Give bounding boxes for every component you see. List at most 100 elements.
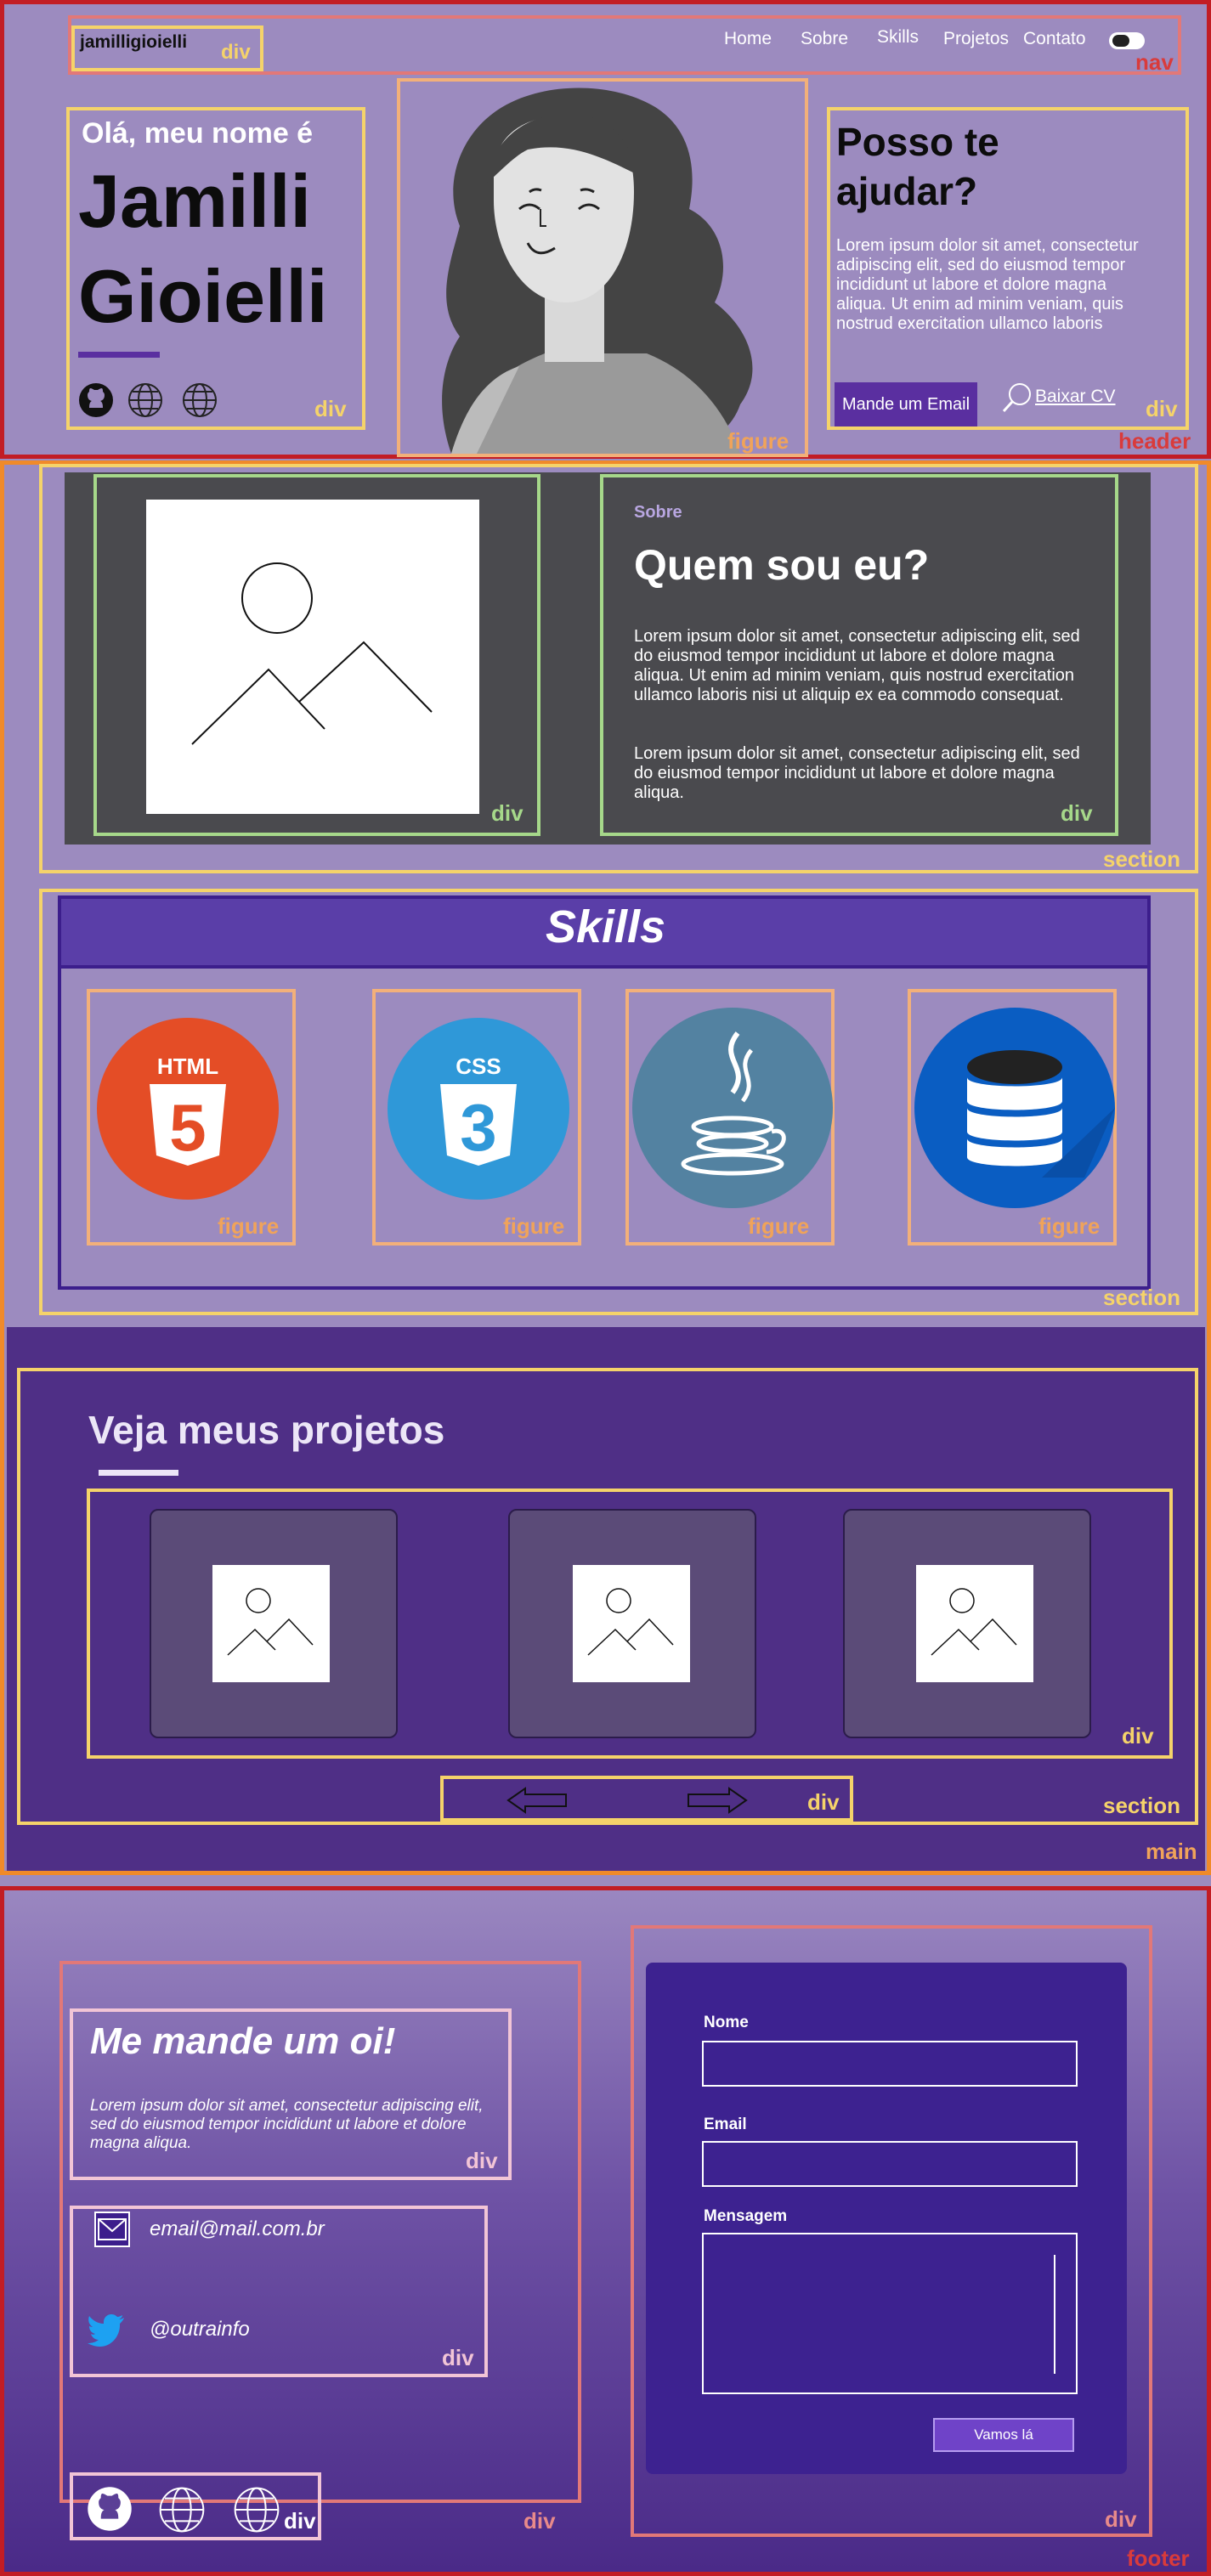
- hello-title: Me mande um oi!: [90, 2020, 396, 2062]
- contact-box: [70, 2206, 488, 2377]
- arrow-left-icon[interactable]: [506, 1786, 569, 1815]
- greeting: Olá, meu nome é: [82, 117, 314, 150]
- image-placeholder-icon: [212, 1565, 330, 1682]
- hello-box: [70, 2008, 512, 2180]
- skill-figure-java: [625, 989, 835, 1246]
- portrait-tag: figure: [727, 428, 789, 454]
- projects-title: Veja meus projetos: [88, 1408, 445, 1452]
- css3-label: CSS: [456, 1054, 501, 1079]
- skills-title: Skills: [545, 901, 666, 952]
- globe-icon[interactable]: [158, 2486, 206, 2534]
- email-label: Email: [704, 2116, 747, 2133]
- nav-home[interactable]: Home: [724, 29, 772, 48]
- about-section-tag: section: [1103, 846, 1181, 872]
- search-icon[interactable]: [1001, 381, 1035, 415]
- name-label: Nome: [704, 2014, 749, 2031]
- nav-skills[interactable]: Skills: [877, 27, 920, 47]
- footer-right-tag: div: [1105, 2506, 1137, 2532]
- database-icon: [914, 1008, 1115, 1208]
- contact-tag: div: [442, 2345, 474, 2370]
- skill-figure-css: [372, 989, 581, 1246]
- image-placeholder-icon: [916, 1565, 1033, 1682]
- nav-tag: nav: [1135, 49, 1174, 75]
- css3-icon: CSS 3: [388, 1018, 569, 1200]
- about-image-box: [93, 474, 540, 836]
- skill-figure-tag: figure: [748, 1213, 810, 1239]
- name-input[interactable]: [702, 2041, 1078, 2087]
- about-title: Quem sou eu?: [634, 541, 930, 589]
- skill-figure-tag: figure: [1038, 1213, 1101, 1239]
- submit-button[interactable]: Vamos lá: [933, 2418, 1074, 2452]
- nav-bar: [68, 15, 1181, 75]
- first-name: Jamilli: [78, 159, 311, 243]
- skills-header: [61, 899, 1147, 969]
- footer-tag: footer: [1127, 2545, 1190, 2571]
- skill-figure-tag: figure: [218, 1213, 280, 1239]
- message-textarea[interactable]: [702, 2233, 1078, 2394]
- social-links-box: [70, 2472, 321, 2540]
- logo-tag: div: [221, 41, 251, 64]
- toggle-knob: [1112, 35, 1129, 47]
- intro-tag: div: [314, 396, 347, 421]
- about-image-tag: div: [491, 800, 523, 826]
- hello-tag: div: [466, 2148, 498, 2173]
- portrait-figure: [397, 78, 808, 457]
- contact-email[interactable]: email@mail.com.br: [150, 2217, 325, 2240]
- woman-illustration: [400, 82, 805, 454]
- image-placeholder-icon: [146, 500, 479, 814]
- image-placeholder-icon: [573, 1565, 690, 1682]
- about-section: [39, 464, 1198, 873]
- email-input[interactable]: [702, 2141, 1078, 2187]
- nav-contato[interactable]: Contato: [1023, 29, 1086, 48]
- contact-twitter[interactable]: @outrainfo: [150, 2318, 250, 2341]
- last-name: Gioielli: [78, 254, 328, 338]
- about-text-box: [600, 474, 1118, 836]
- header-tag: header: [1118, 428, 1191, 454]
- skills-frame: [58, 895, 1151, 1290]
- nav-projetos[interactable]: Projetos: [943, 29, 1010, 48]
- html5-icon: HTML 5: [97, 1018, 279, 1200]
- projects-section: [17, 1368, 1198, 1825]
- html5-label: HTML: [157, 1054, 218, 1079]
- nav-sobre[interactable]: Sobre: [801, 29, 849, 48]
- globe-icon[interactable]: [127, 382, 163, 418]
- social-tag: div: [284, 2508, 316, 2534]
- projects-section-tag: section: [1103, 1793, 1181, 1818]
- textarea-scrollbar[interactable]: [1054, 2255, 1055, 2374]
- twitter-icon[interactable]: [87, 2313, 126, 2347]
- about-kicker: Sobre: [634, 503, 682, 522]
- projects-underline: [99, 1470, 178, 1476]
- download-cv-link[interactable]: Baixar CV: [1035, 387, 1116, 406]
- footer-left-tag: div: [523, 2508, 556, 2534]
- mail-icon[interactable]: [93, 2211, 131, 2248]
- main: [0, 460, 1211, 1875]
- arrows-tag: div: [807, 1789, 840, 1815]
- skill-figure-database: [908, 989, 1117, 1246]
- site-logo[interactable]: jamilligioielli: [80, 32, 188, 52]
- github-icon[interactable]: [87, 2486, 133, 2532]
- projects-row-tag: div: [1122, 1723, 1154, 1748]
- projects-row: [87, 1489, 1173, 1759]
- carousel-arrows: [440, 1776, 853, 1822]
- help-tag: div: [1146, 396, 1178, 421]
- send-email-button[interactable]: Mande um Email: [835, 382, 977, 427]
- logo-box[interactable]: [71, 25, 263, 71]
- help-title-line2: ajudar?: [836, 169, 978, 213]
- html5-glyph: 5: [169, 1090, 206, 1165]
- arrow-right-icon[interactable]: [685, 1786, 748, 1815]
- message-label: Mensagem: [704, 2207, 788, 2225]
- css3-glyph: 3: [460, 1090, 496, 1165]
- java-icon: [632, 1008, 833, 1208]
- github-icon[interactable]: [78, 382, 114, 418]
- about-text-tag: div: [1061, 800, 1093, 826]
- skill-figure-tag: figure: [503, 1213, 565, 1239]
- intro-box: [66, 107, 365, 430]
- name-underline: [78, 352, 160, 358]
- skills-section: [39, 889, 1198, 1315]
- globe-icon[interactable]: [182, 382, 218, 418]
- help-box: [827, 107, 1189, 430]
- help-text: Lorem ipsum dolor sit amet, consectetur …: [836, 236, 1139, 333]
- globe-icon[interactable]: [233, 2486, 280, 2534]
- about-paragraph-1: Lorem ipsum dolor sit amet, consectetur …: [634, 627, 1080, 704]
- skill-figure-html: [87, 989, 296, 1246]
